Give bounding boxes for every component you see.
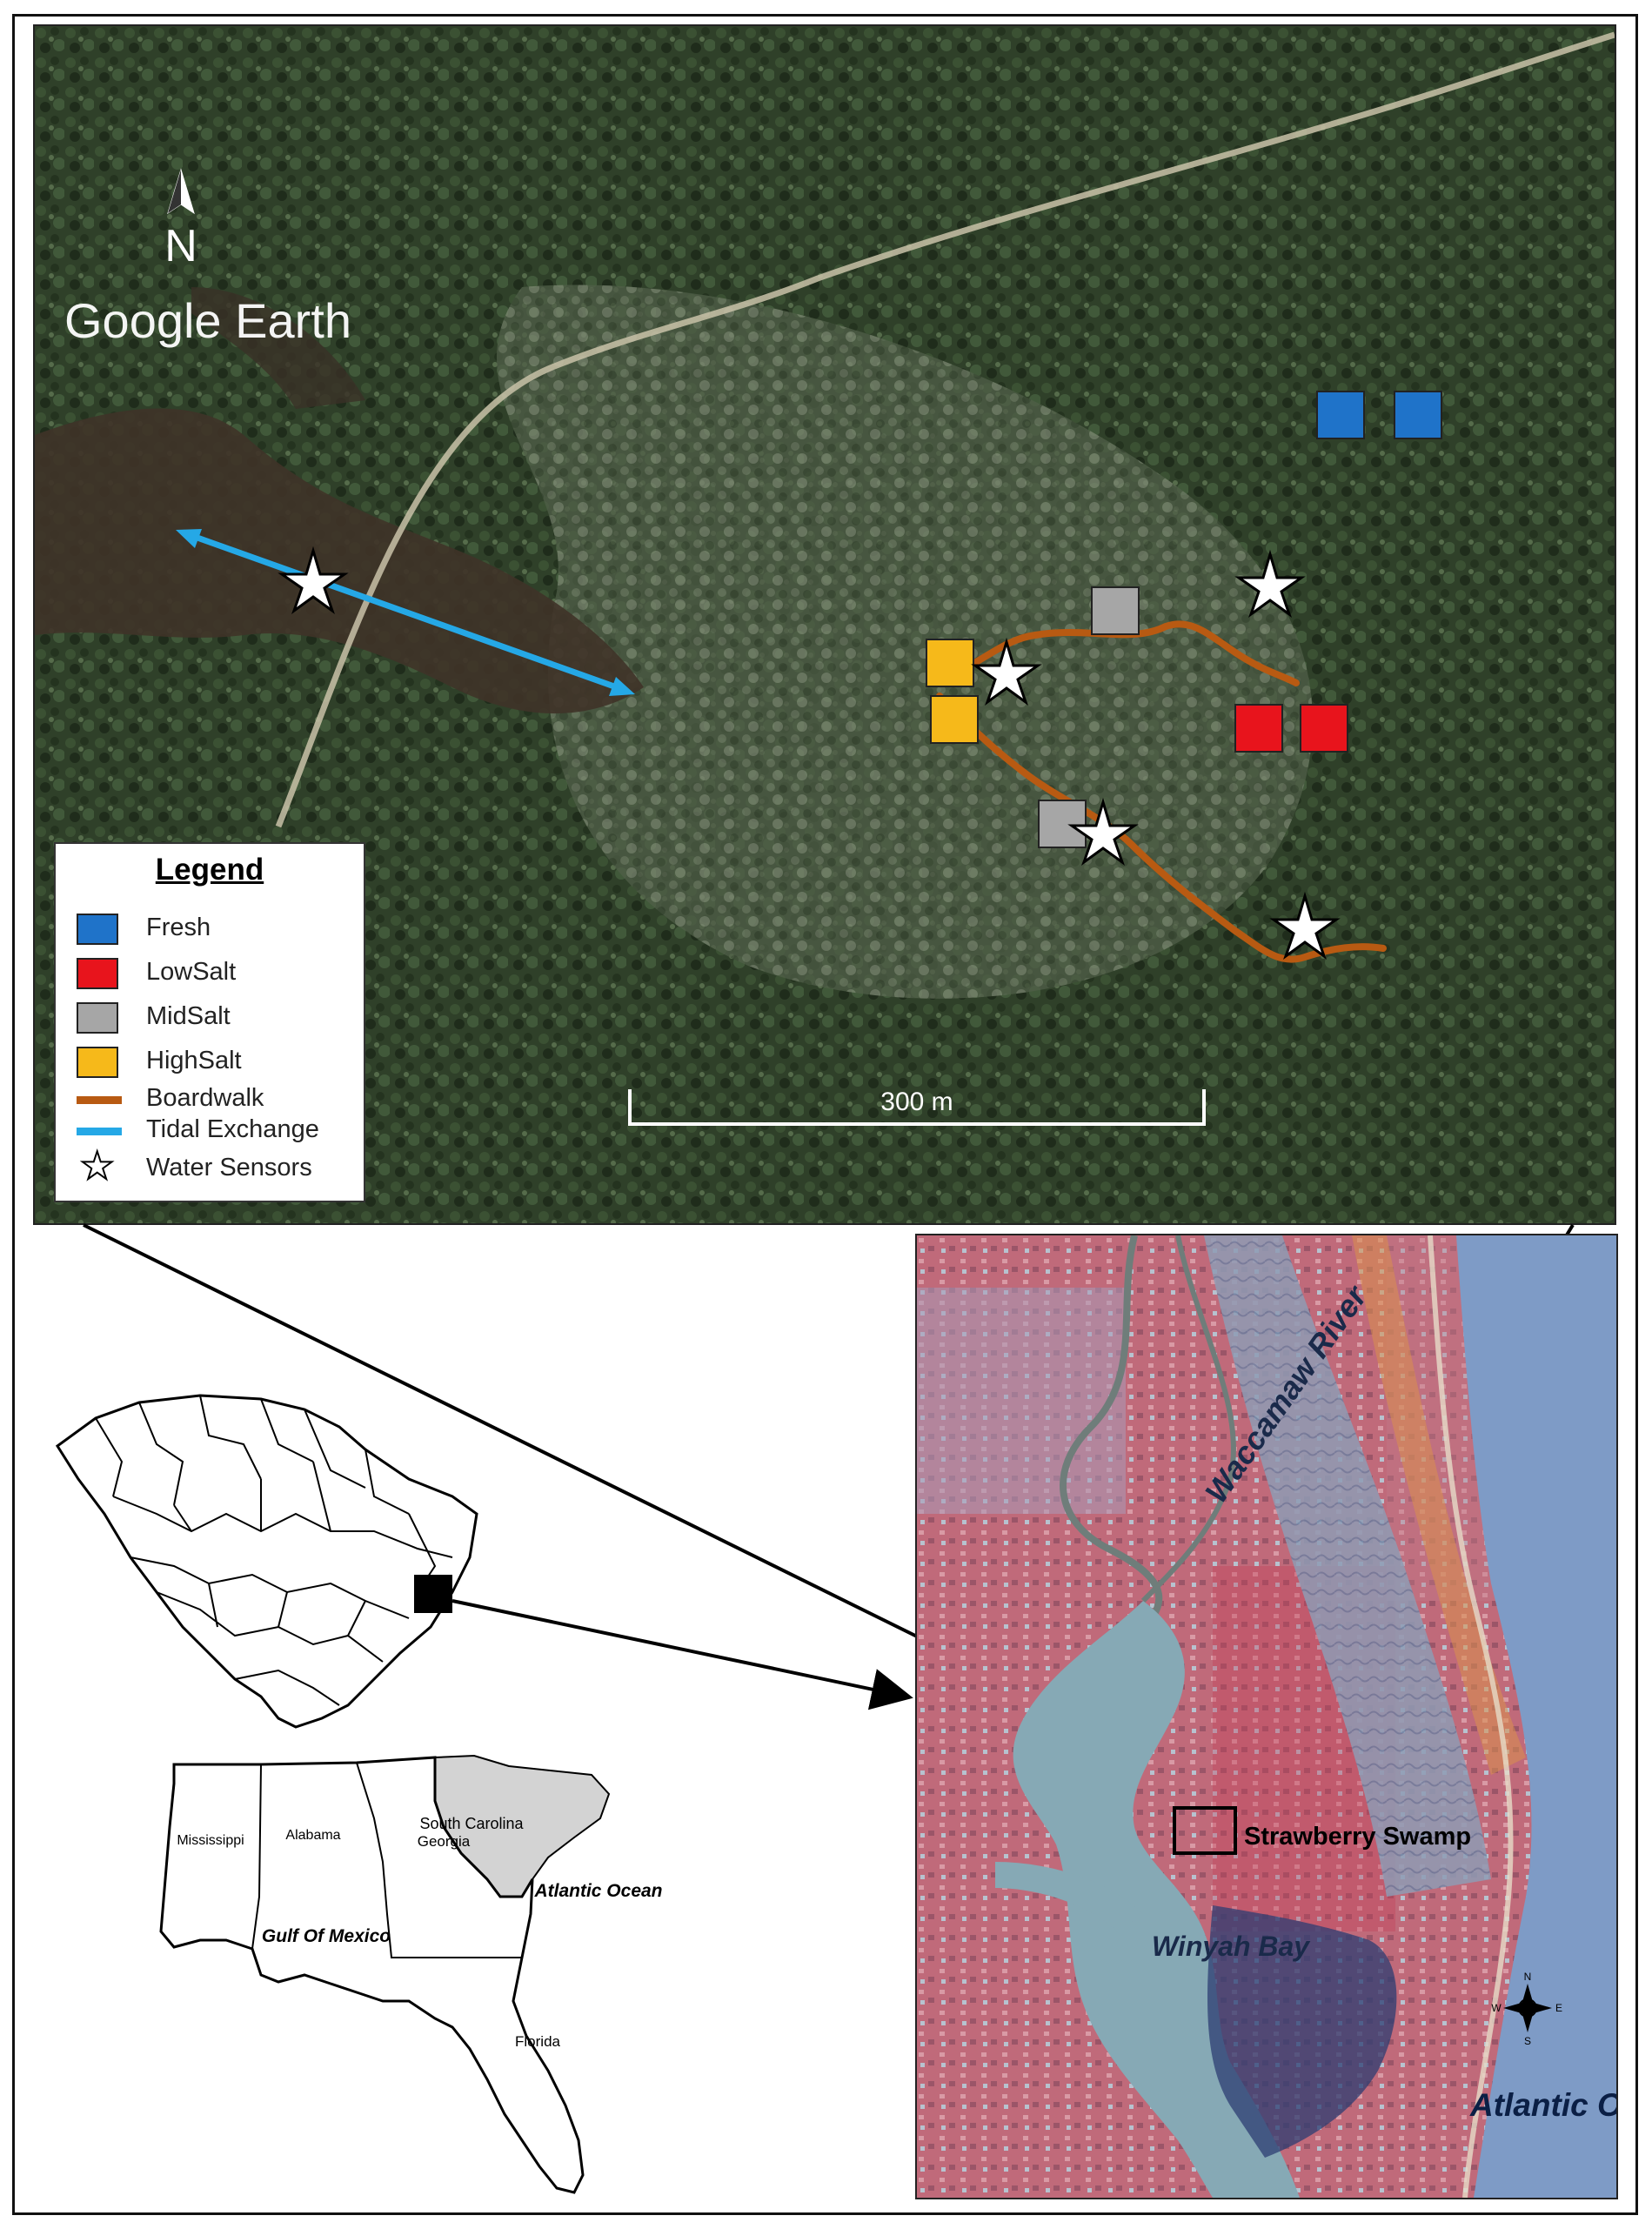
river-channel-waccamaw xyxy=(1140,1235,1236,1603)
tile-tint-1 xyxy=(917,1288,1126,1514)
star-icon: ★ xyxy=(79,1145,115,1188)
regional-map: Waccamaw River Strawberry Swamp Winyah B… xyxy=(917,1235,1616,2198)
water-sensor-star xyxy=(1234,549,1306,619)
svg-text:E: E xyxy=(1555,2002,1562,2014)
legend-label: Water Sensors xyxy=(146,1154,312,1181)
google-earth-watermark: Google Earth xyxy=(64,293,351,348)
marsh-inlet xyxy=(191,287,365,409)
atlantic-ocean-label: Atlantic Ocean xyxy=(1469,2087,1616,2123)
legend-label: HighSalt xyxy=(146,1047,242,1074)
strawberry-swamp-label: Strawberry Swamp xyxy=(1244,1823,1471,1851)
water-sensor-star xyxy=(1269,891,1341,961)
study-site-box xyxy=(1173,1806,1237,1855)
water-sensor-star xyxy=(971,637,1042,706)
beach-line xyxy=(1428,1235,1514,2198)
atlantic-ocean xyxy=(1456,1235,1616,2198)
legend-label: MidSalt xyxy=(146,1002,231,1030)
legend-item-fresh: Fresh xyxy=(77,908,364,948)
midsalt-swatch xyxy=(77,1002,118,1034)
lowsalt-plot-2 xyxy=(1300,704,1348,753)
legend-box: Legend Fresh LowSalt MidSalt HighSalt Bo… xyxy=(54,842,365,1202)
midsalt-plot-1 xyxy=(1091,586,1140,635)
scale-bar: 300 m xyxy=(628,1088,1206,1126)
compass-rose-icon: N S W E xyxy=(1491,1971,1562,2047)
river-channel-upper xyxy=(1060,1235,1163,1639)
lowsalt-swatch xyxy=(77,958,118,989)
legend-label: LowSalt xyxy=(146,958,237,986)
water-sensor-star xyxy=(278,546,349,615)
legend-item-boardwalk: Boardwalk xyxy=(77,1081,364,1121)
legend-label: Tidal Exchange xyxy=(146,1115,319,1143)
boardwalk-upper xyxy=(936,620,1300,686)
north-arrow-shade xyxy=(168,170,181,213)
bay-island-tile xyxy=(1207,1905,1397,2158)
legend-item-midsalt: MidSalt xyxy=(77,997,364,1037)
legend-label: Boardwalk xyxy=(146,1084,264,1112)
lowsalt-plot-1 xyxy=(1234,704,1283,753)
midsalt-plot-2 xyxy=(1038,800,1087,848)
figure-frame xyxy=(12,14,1638,2215)
winyah-bay-label: Winyah Bay xyxy=(1152,1931,1311,1962)
boardwalk-lower xyxy=(936,693,1387,963)
tidal-arrowhead-west xyxy=(176,529,202,548)
highsalt-swatch xyxy=(77,1047,118,1078)
svg-text:W: W xyxy=(1491,2002,1502,2014)
legend-title: Legend xyxy=(155,853,264,887)
legend-item-water-sensors: ★ Water Sensors xyxy=(77,1145,364,1188)
tidal-exchange-line xyxy=(181,529,628,694)
tidal-arrowhead-east xyxy=(609,677,635,696)
legend-label: Fresh xyxy=(146,914,211,941)
water-sensor-star xyxy=(1067,797,1139,867)
legend-item-tidal-exchange: Tidal Exchange xyxy=(77,1112,364,1152)
north-label: N xyxy=(164,221,197,271)
tidal-exchange-swatch xyxy=(77,1128,122,1135)
water-sensor-stars xyxy=(278,546,1341,961)
fresh-plot-2 xyxy=(1394,391,1442,439)
svg-text:S: S xyxy=(1524,2035,1531,2047)
boardwalk-swatch xyxy=(77,1096,122,1104)
fresh-plot-1 xyxy=(1316,391,1365,439)
legend-item-lowsalt: LowSalt xyxy=(77,953,364,993)
svg-text:N: N xyxy=(1524,1971,1532,1983)
fresh-swatch xyxy=(77,914,118,945)
winyah-bay-water xyxy=(1013,1601,1300,2198)
highsalt-plot-1 xyxy=(926,639,974,687)
highsalt-plot-2 xyxy=(930,695,979,744)
legend-item-highsalt: HighSalt xyxy=(77,1041,364,1081)
scale-label: 300 m xyxy=(880,1088,953,1116)
dirt-road xyxy=(275,31,1615,828)
regional-map-panel: Waccamaw River Strawberry Swamp Winyah B… xyxy=(915,1234,1618,2199)
sampit-river xyxy=(995,1862,1143,1931)
tidal-marsh xyxy=(35,408,644,713)
river-marsh xyxy=(1204,1235,1491,1897)
